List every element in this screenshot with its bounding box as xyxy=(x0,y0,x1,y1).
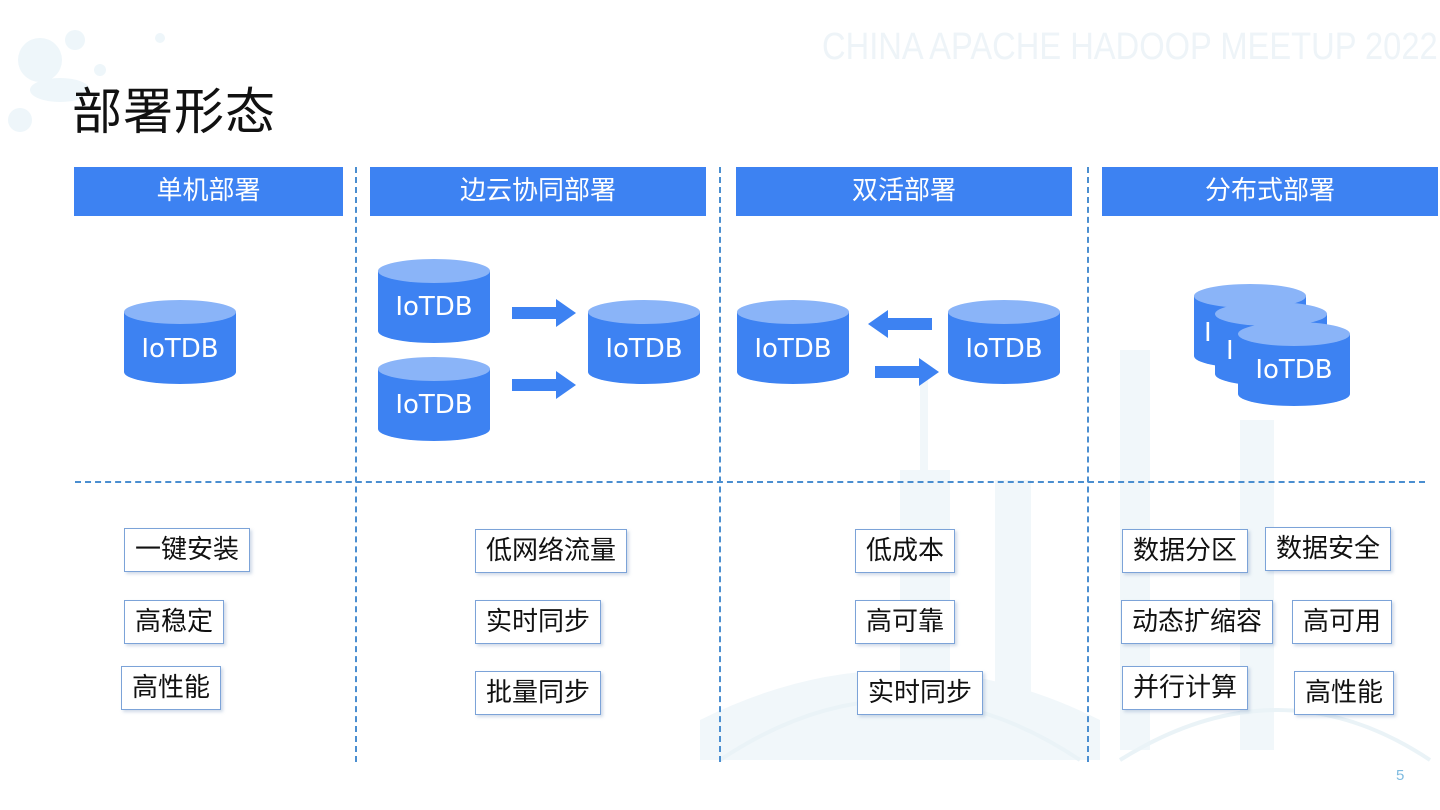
header-standalone: 单机部署 xyxy=(74,167,343,216)
arrow-left-icon xyxy=(868,310,932,338)
db-label: IoTDB xyxy=(754,334,832,364)
feature-tag: 一键安装 xyxy=(124,528,251,572)
feature-tag: 动态扩缩容 xyxy=(1121,600,1274,644)
feature-tag: 高性能 xyxy=(121,666,222,710)
header-distributed: 分布式部署 xyxy=(1102,167,1438,216)
feature-tag: 高性能 xyxy=(1294,671,1395,715)
feature-tag: 高可靠 xyxy=(855,600,956,644)
feature-tag: 低网络流量 xyxy=(475,529,628,573)
db-label: IoTDB xyxy=(141,334,219,364)
header-edge-cloud: 边云协同部署 xyxy=(370,167,706,216)
arrow-right-icon xyxy=(875,358,939,386)
divider-horizontal xyxy=(75,481,1425,483)
db-label: IoTDB xyxy=(605,334,683,364)
feature-tag: 低成本 xyxy=(855,529,956,573)
db-label: IoTDB xyxy=(395,390,473,420)
header-active-active: 双活部署 xyxy=(736,167,1072,216)
db-label-partial: I xyxy=(1204,318,1212,348)
db-label-partial: I xyxy=(1226,336,1234,366)
page-title: 部署形态 xyxy=(72,83,276,141)
page-number: 5 xyxy=(1396,767,1405,784)
db-label: IoTDB xyxy=(1255,355,1333,385)
feature-tag: 数据分区 xyxy=(1122,529,1249,573)
arrow-right-icon xyxy=(512,371,576,399)
divider-1 xyxy=(355,167,357,762)
feature-tag: 批量同步 xyxy=(475,671,602,715)
feature-tag: 高稳定 xyxy=(124,600,225,644)
divider-3 xyxy=(1087,167,1089,762)
feature-tag: 实时同步 xyxy=(475,600,602,644)
divider-2 xyxy=(719,167,721,762)
db-label: IoTDB xyxy=(965,334,1043,364)
feature-tag: 高可用 xyxy=(1292,600,1393,644)
feature-tag: 并行计算 xyxy=(1122,666,1249,710)
feature-tag: 实时同步 xyxy=(857,671,984,715)
db-label: IoTDB xyxy=(395,292,473,322)
feature-tag: 数据安全 xyxy=(1265,527,1392,571)
arrow-right-icon xyxy=(512,299,576,327)
